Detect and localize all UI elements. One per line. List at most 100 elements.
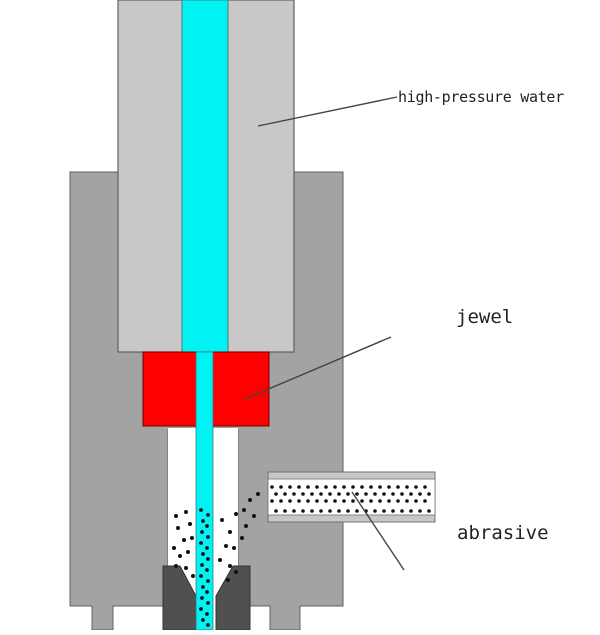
abrasive-particle [333, 499, 337, 503]
abrasive-particle [382, 509, 386, 513]
abrasive-particle [351, 499, 355, 503]
abrasive-particle [342, 499, 346, 503]
abrasive-particle [218, 558, 222, 562]
abrasive-particle [201, 552, 205, 556]
abrasive-particle [176, 526, 180, 530]
abrasive-particle [232, 546, 236, 550]
abrasive-particle [184, 566, 188, 570]
abrasive-particle [206, 513, 210, 517]
abrasive-particle [400, 509, 404, 513]
abrasive-particle [201, 519, 205, 523]
abrasive-particle [206, 601, 210, 605]
abrasive-particle [391, 509, 395, 513]
abrasive-particle [199, 607, 203, 611]
abrasive-particle [200, 530, 204, 534]
abrasive-particles [172, 485, 431, 627]
abrasive-particle [409, 492, 413, 496]
abrasive-particle [248, 498, 252, 502]
abrasive-particle [174, 514, 178, 518]
abrasive-particle [391, 492, 395, 496]
water-channel [181, 0, 229, 353]
abrasive-particle [274, 492, 278, 496]
abrasive-particle [396, 499, 400, 503]
abrasive-particle [337, 509, 341, 513]
abrasive-particle [414, 485, 418, 489]
abrasive-particle [409, 509, 413, 513]
abrasive-particle [228, 530, 232, 534]
abrasive-particle [252, 514, 256, 518]
abrasive-particle [306, 499, 310, 503]
abrasive-particle [418, 509, 422, 513]
abrasive-particle [234, 512, 238, 516]
abrasive-particle [324, 485, 328, 489]
abrasive-particle [396, 485, 400, 489]
abrasive-particle [200, 563, 204, 567]
abrasive-particle [333, 485, 337, 489]
abrasive-particle [400, 492, 404, 496]
abrasive-particle [297, 485, 301, 489]
abrasive-particle [301, 492, 305, 496]
abrasive-particle [315, 499, 319, 503]
abrasive-particle [342, 485, 346, 489]
abrasive-particle [310, 509, 314, 513]
leader-line-water [257, 96, 398, 127]
abrasive-particle [206, 623, 210, 627]
abrasive-particle [242, 508, 246, 512]
abrasive-particle [427, 492, 431, 496]
abrasive-particle [369, 499, 373, 503]
abrasive-particle [199, 574, 203, 578]
abrasive-particle [288, 499, 292, 503]
jewel-right [212, 351, 270, 427]
leader-line-jewel [244, 336, 392, 400]
abrasive-particle [283, 509, 287, 513]
abrasive-particle [369, 485, 373, 489]
abrasive-particle [306, 485, 310, 489]
abrasive-particle [423, 485, 427, 489]
abrasive-particle [355, 492, 359, 496]
abrasive-particle [364, 492, 368, 496]
abrasive-particle [224, 544, 228, 548]
abrasive-particle [205, 546, 209, 550]
abrasive-particle [423, 499, 427, 503]
jewel-left [142, 351, 198, 427]
abrasive-particle [228, 564, 232, 568]
abrasive-pipe-bore [267, 478, 436, 516]
abrasive-particle [360, 499, 364, 503]
abrasive-particle [182, 538, 186, 542]
abrasive-particle [319, 492, 323, 496]
abrasive-particle [328, 509, 332, 513]
abrasive-particle [297, 499, 301, 503]
abrasive-particle [283, 492, 287, 496]
abrasive-particle [188, 522, 192, 526]
abrasive-particle [292, 509, 296, 513]
abrasive-particle [373, 492, 377, 496]
abrasive-particle [337, 492, 341, 496]
abrasive-particle [205, 568, 209, 572]
abrasive-particle [351, 485, 355, 489]
abrasive-particle [418, 492, 422, 496]
abrasive-particle [427, 509, 431, 513]
abrasive-particle [373, 509, 377, 513]
abrasive-particle [190, 536, 194, 540]
abrasive-particle [414, 499, 418, 503]
abrasive-particle [346, 492, 350, 496]
abrasive-particle [220, 518, 224, 522]
abrasive-particle [382, 492, 386, 496]
abrasive-particle [301, 509, 305, 513]
abrasive-particle [279, 485, 283, 489]
abrasive-particle [240, 536, 244, 540]
abrasive-particle [206, 535, 210, 539]
abrasive-particle [310, 492, 314, 496]
abrasive-particle [292, 492, 296, 496]
abrasive-particle [172, 546, 176, 550]
abrasive-particle [205, 612, 209, 616]
abrasive-particle [274, 509, 278, 513]
abrasive-particle [328, 492, 332, 496]
abrasive-particle [346, 509, 350, 513]
abrasive-particle [186, 550, 190, 554]
abrasive-particle [200, 596, 204, 600]
abrasive-particle [270, 499, 274, 503]
abrasive-particle [206, 557, 210, 561]
